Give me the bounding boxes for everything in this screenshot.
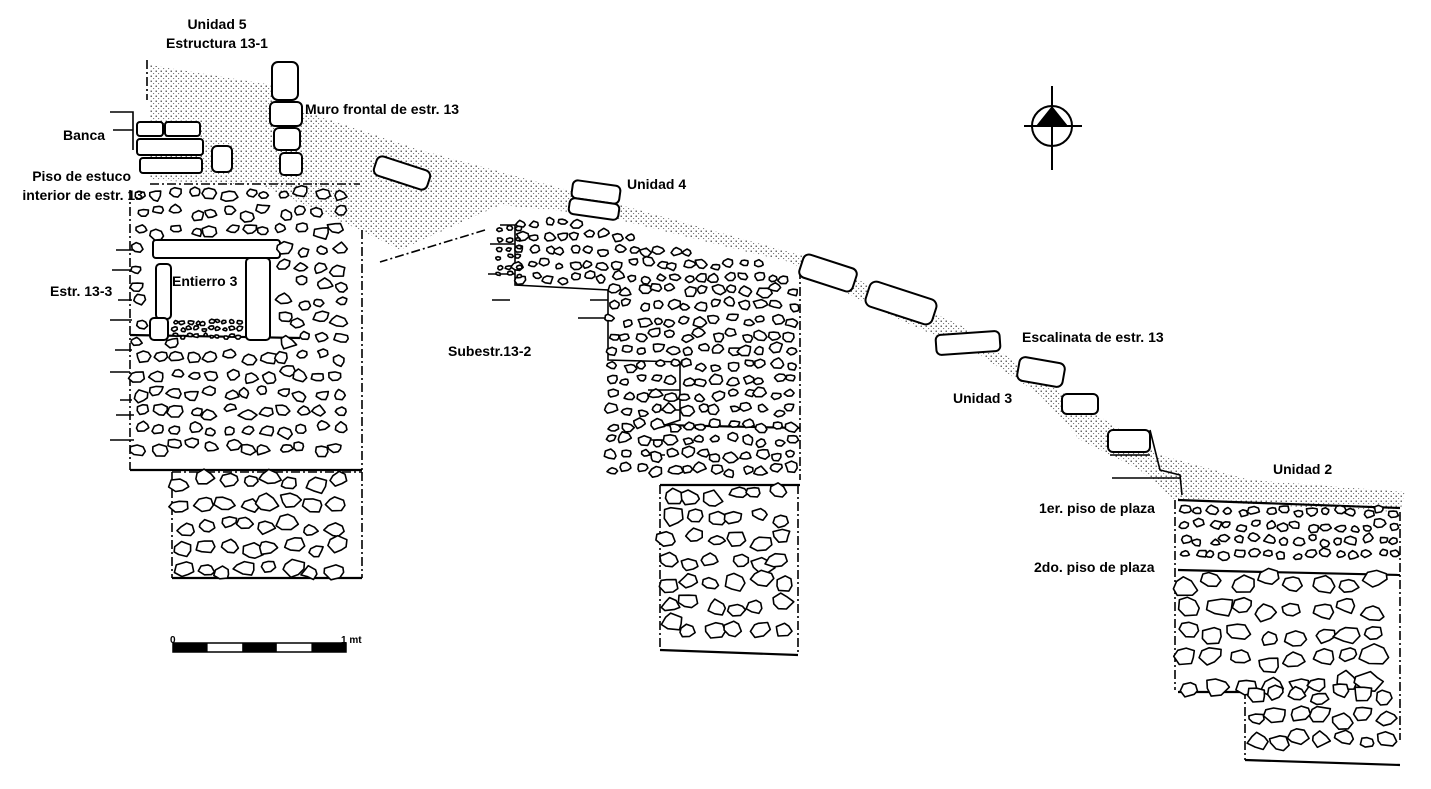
label-estr-13-3: Estr. 13-3	[50, 283, 113, 299]
scale-bar	[172, 642, 347, 653]
label-unidad-5: Unidad 5	[187, 16, 247, 32]
label-muro-frontal: Muro frontal de estr. 13	[305, 101, 460, 117]
label-unidad-4: Unidad 4	[627, 176, 687, 192]
rubble-fill	[127, 184, 1401, 752]
north-arrow-icon	[1024, 86, 1082, 170]
label-interior-estr-13: interior de estr. 13	[22, 187, 143, 203]
stippled-fill-layer	[150, 65, 1405, 512]
label-1er-piso-plaza: 1er. piso de plaza	[1039, 500, 1155, 516]
step-profiles	[110, 111, 1183, 496]
label-unidad-3: Unidad 3	[953, 390, 1013, 406]
scale-label-end: 1 mt	[341, 635, 362, 646]
label-2do-piso-plaza: 2do. piso de plaza	[1034, 559, 1155, 575]
label-banca: Banca	[63, 127, 106, 143]
dressed-stones	[136, 61, 1151, 453]
label-subestr-13-2: Subestr.13-2	[448, 343, 532, 359]
label-entierro-3: Entierro 3	[172, 273, 238, 289]
label-unidad-2: Unidad 2	[1273, 461, 1333, 477]
label-escalinata: Escalinata de estr. 13	[1022, 329, 1164, 345]
scale-label-zero: 0	[170, 635, 176, 646]
label-piso-estuco: Piso de estuco	[32, 168, 131, 184]
section-outlines	[129, 60, 1401, 760]
label-estructura-13-1: Estructura 13-1	[166, 35, 268, 51]
